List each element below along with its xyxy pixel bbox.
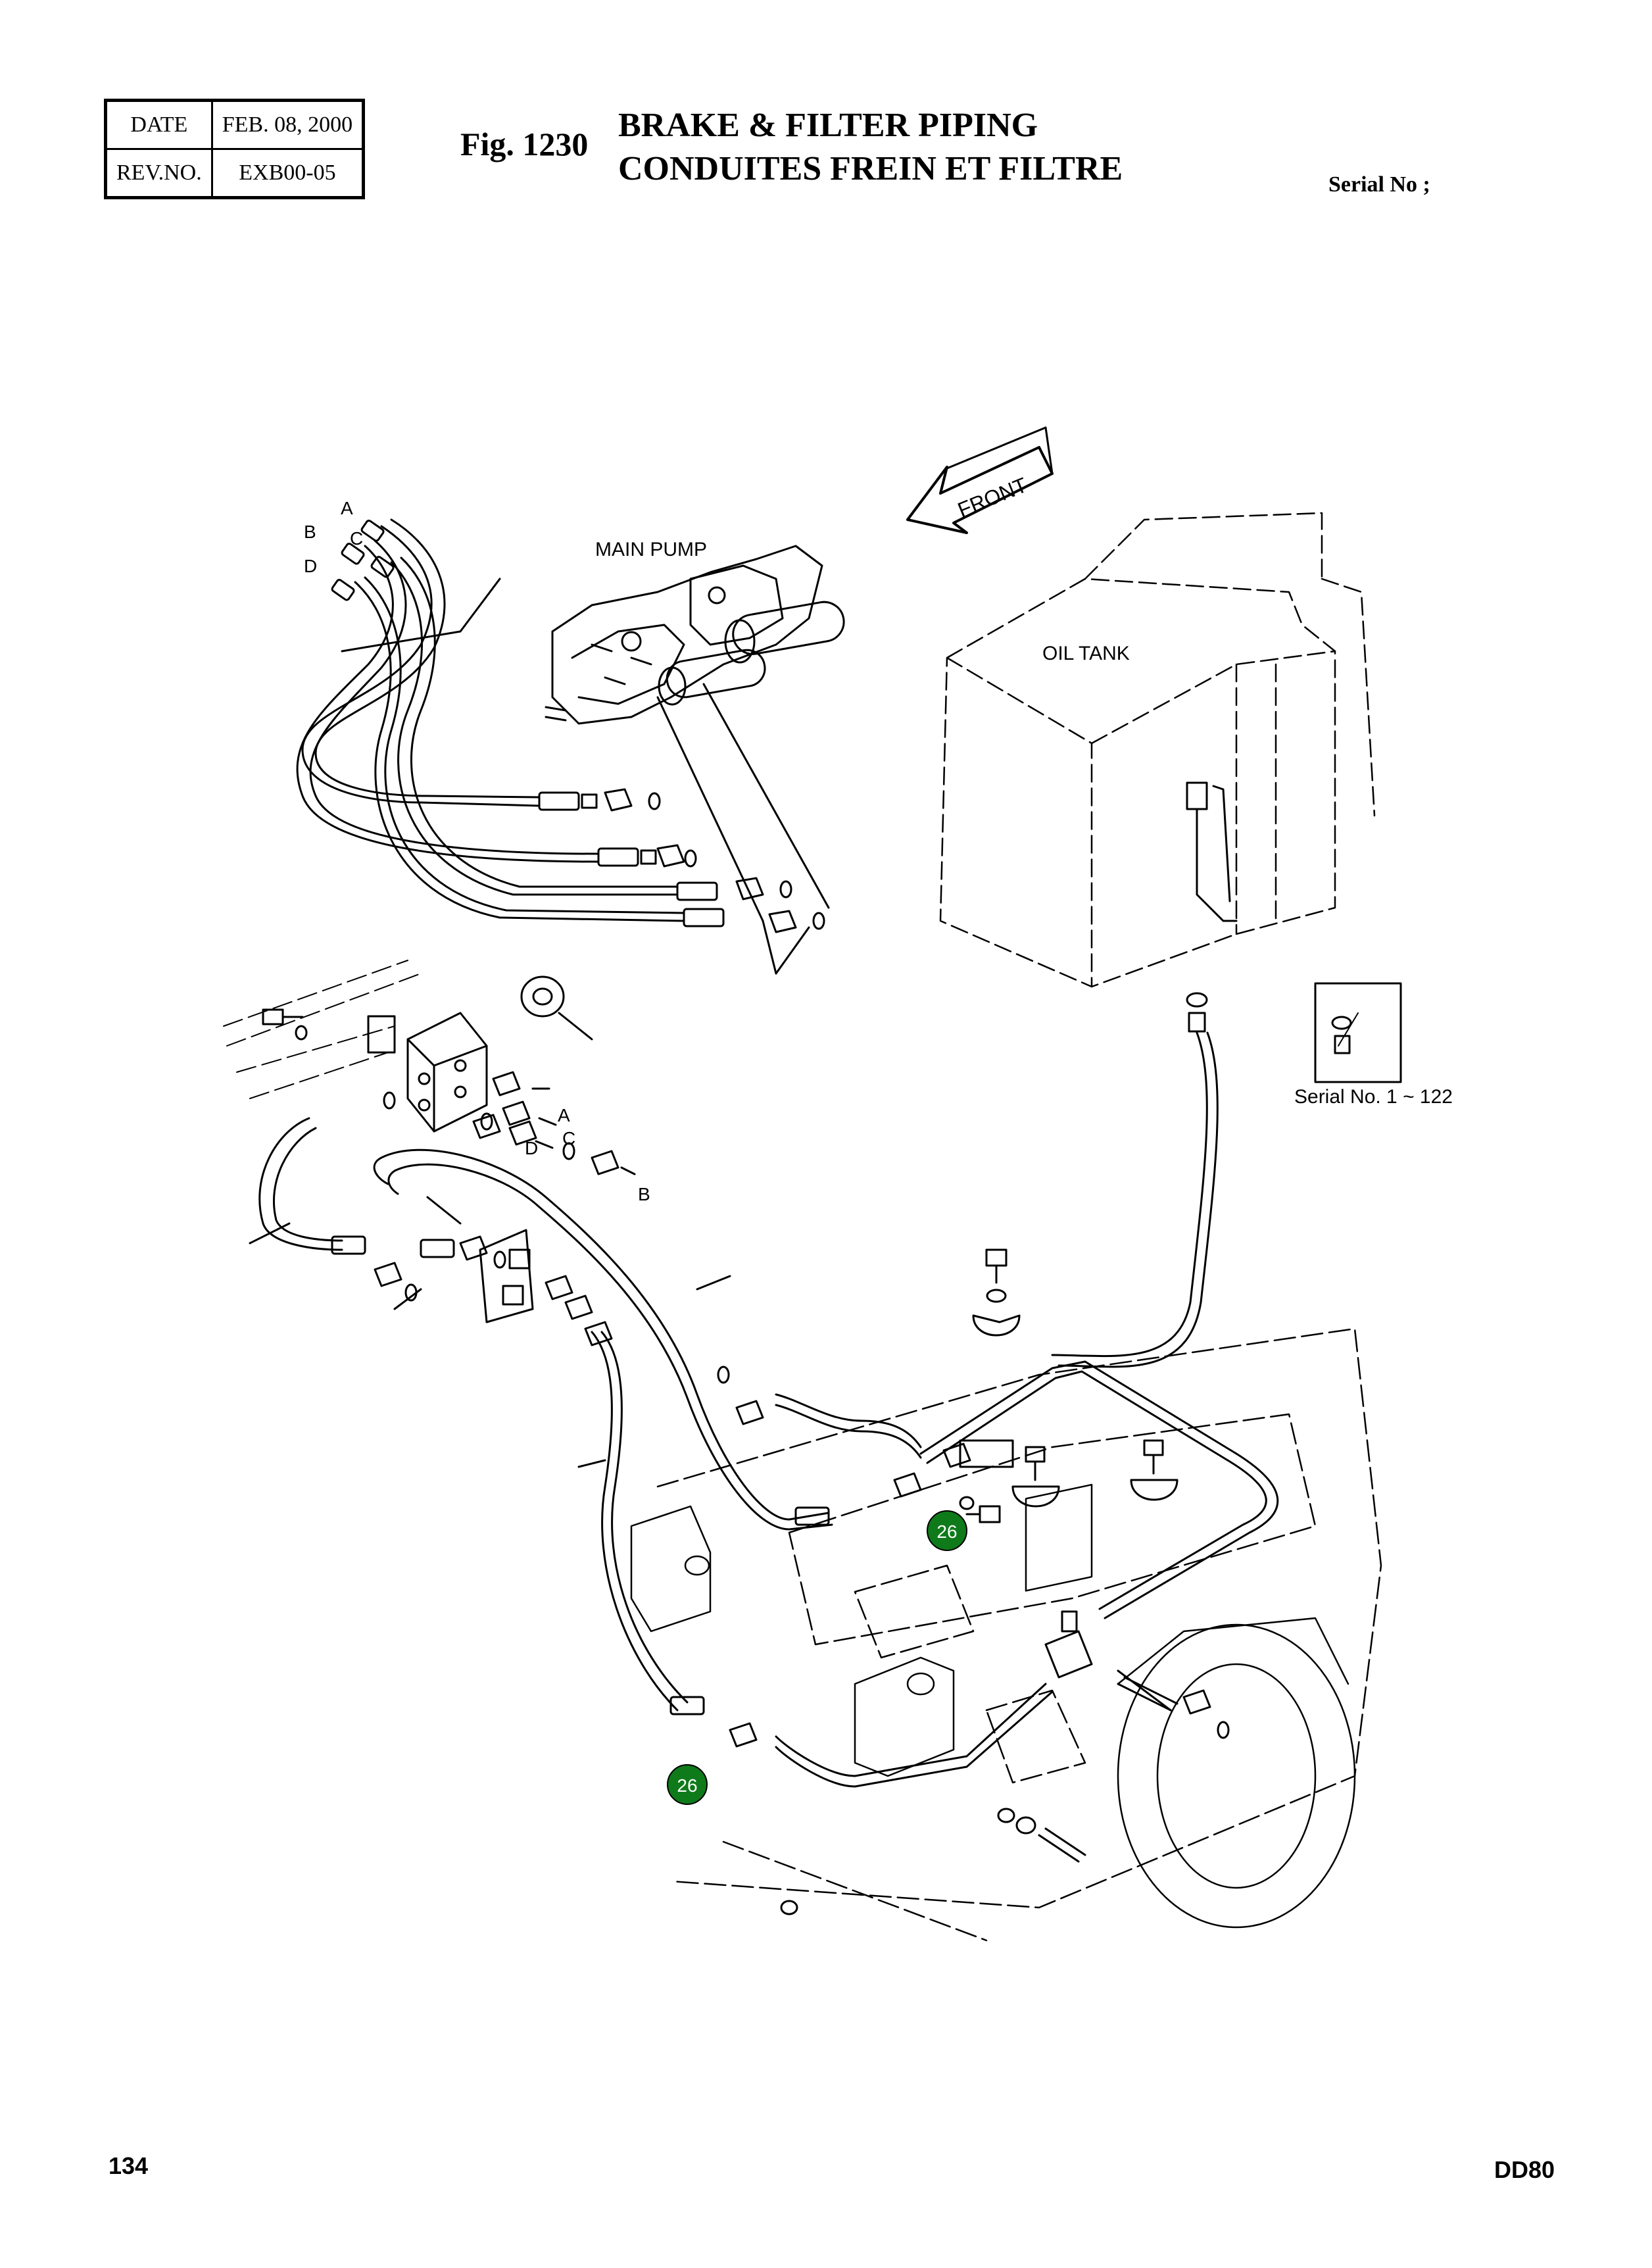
oil-tank-label: OIL TANK [1042,643,1130,664]
callout-26-lower-number: 26 [677,1775,697,1796]
tank-outlet-pipe [1051,781,1238,1368]
frame-solid-parts [630,1483,1356,1929]
callout-26-upper-number: 26 [936,1521,957,1542]
clamps-and-bolts [780,1248,1178,1915]
page-number: 134 [109,2152,149,2179]
figure-title: BRAKE & FILTER PIPING CONDUITES FREIN ET… [618,104,1123,191]
port-a-lower: A [558,1105,570,1125]
serial-number-label: Serial No ; [1328,172,1430,197]
callout-26-upper [927,1510,967,1551]
rev-label: REV.NO. [105,148,213,199]
port-a-upper: A [341,498,353,518]
rev-value: EXB00-05 [210,148,365,199]
callout-26-lower [667,1764,708,1805]
title-french: CONDUITES FREIN ET FILTRE [618,150,1123,187]
title-english: BRAKE & FILTER PIPING [618,107,1038,144]
port-c-lower: C [562,1128,575,1148]
serial-inset-box [1314,982,1402,1083]
serial-range-label: Serial No. 1 ~ 122 [1294,1086,1453,1108]
revision-table: DATE FEB. 08, 2000 REV.NO. EXB00-05 [104,99,366,199]
front-arrow [906,426,1054,534]
port-d-lower: D [525,1138,538,1158]
valve-block [223,960,636,1175]
date-row: DATE FEB. 08, 2000 [105,99,365,150]
date-label: DATE [105,99,213,150]
port-b-upper: B [304,522,316,542]
main-pump-label: MAIN PUMP [595,539,707,560]
oil-tank [939,512,1376,988]
brake-line [717,1360,1279,1788]
main-frame [656,1327,1382,1942]
model-code: DD80 [1494,2156,1555,2183]
port-c-upper: C [350,528,363,549]
date-value: FEB. 08, 2000 [210,99,365,150]
port-b-lower: B [638,1184,650,1204]
port-d-upper: D [304,556,317,576]
lower-hoses [249,1117,833,1748]
figure-number: Fig. 1230 [460,126,589,162]
upper-hoses [296,518,830,975]
main-pump [545,545,845,725]
rev-row: REV.NO. EXB00-05 [105,148,365,199]
